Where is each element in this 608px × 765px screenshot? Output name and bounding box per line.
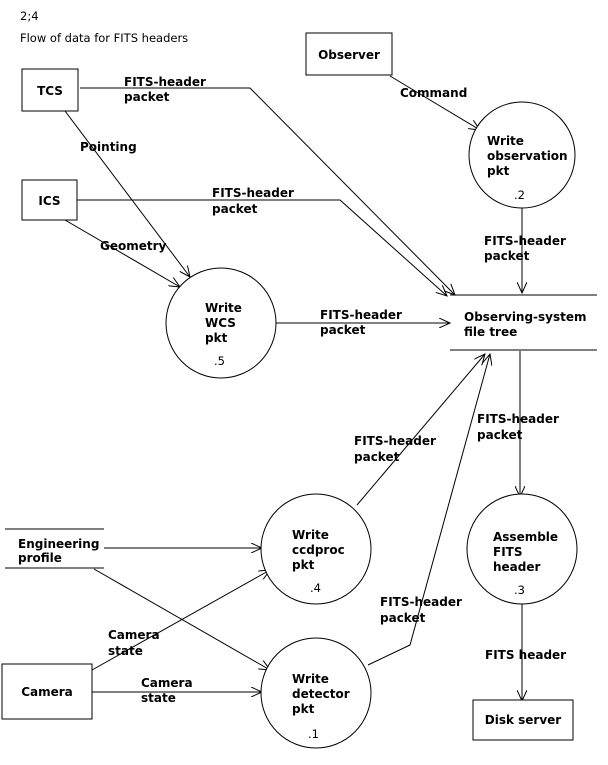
disk-server-label: Disk server [485, 713, 562, 727]
flow-label-store-fits-1: FITS-header [477, 412, 559, 426]
flow-label-command: Command [400, 86, 467, 100]
store-label-line-2: file tree [464, 325, 517, 339]
write-wcs-line-1: Write [205, 301, 242, 315]
write-detector-line-2: detector [292, 687, 350, 701]
flow-label-ics-fits-1: FITS-header [212, 186, 294, 200]
flow-label-tcs-fits-1: FITS-header [124, 75, 206, 89]
write-wcs-line-2: WCS [205, 316, 236, 330]
flow-label-obs-fits-2: packet [484, 249, 530, 263]
engprofile-label-line-1: Engineering [18, 537, 99, 551]
write-obs-line-3: pkt [487, 164, 510, 178]
flow-label-tcs-fits-2: packet [124, 90, 170, 104]
flow-observer-to-writeobs [389, 75, 480, 130]
ics-label: ICS [38, 194, 60, 208]
flow-label-wcs-fits-2: packet [320, 323, 366, 337]
flow-label-obs-fits-1: FITS-header [484, 234, 566, 248]
flow-label-store-fits-2: packet [477, 428, 523, 442]
process-write-detector [260, 637, 372, 749]
process-write-ccdproc [260, 493, 372, 605]
write-wcs-number: .5 [214, 354, 225, 368]
process-write-observation [468, 101, 576, 209]
flow-label-camera-ccdproc-1: Camera [108, 628, 160, 642]
flow-ccdproc-to-store [356, 354, 485, 506]
write-detector-line-3: pkt [292, 702, 315, 716]
assemble-line-3: header [493, 560, 541, 574]
flow-label-camera-detector-2: state [141, 691, 176, 705]
flow-tcs-to-store [80, 87, 455, 295]
ics-box [21, 179, 78, 221]
flow-ics-to-store [77, 199, 447, 296]
write-detector-line-1: Write [292, 672, 329, 686]
assemble-line-1: Assemble [493, 530, 558, 544]
process-assemble-fits-header [466, 493, 578, 605]
process-write-wcs [165, 267, 277, 379]
page-reference: 2;4 [20, 9, 39, 23]
camera-box [1, 663, 93, 720]
write-detector-number: .1 [308, 727, 319, 741]
flow-label-camera-detector-1: Camera [141, 676, 193, 690]
flow-label-camera-ccdproc-2: state [108, 644, 143, 658]
write-ccdproc-line-1: Write [292, 528, 329, 542]
flow-label-ccdproc-fits-2: packet [354, 450, 400, 464]
flow-ics-to-wcs [64, 219, 180, 287]
flow-label-pointing: Pointing [80, 140, 137, 154]
diagram-title: Flow of data for FITS headers [20, 31, 188, 45]
flow-camera-to-ccdproc [91, 570, 270, 671]
assemble-number: .3 [514, 583, 525, 597]
flow-label-ics-fits-2: packet [212, 202, 258, 216]
engprofile-label-line-2: profile [18, 551, 62, 565]
write-obs-line-1: Write [487, 134, 524, 148]
assemble-line-2: FITS [493, 545, 523, 559]
store-label-line-1: Observing-system [464, 310, 587, 324]
flow-label-fits-header: FITS header [485, 648, 566, 662]
flow-label-geometry: Geometry [100, 239, 167, 253]
write-obs-number: .2 [514, 188, 525, 202]
tcs-label: TCS [37, 84, 63, 98]
write-obs-line-2: observation [487, 149, 568, 163]
write-ccdproc-line-2: ccdproc [292, 543, 345, 557]
flow-detector-to-store [367, 354, 490, 666]
disk-server-box [472, 699, 574, 741]
write-ccdproc-number: .4 [310, 581, 321, 595]
tcs-box [21, 68, 79, 112]
flow-tcs-to-wcs [64, 110, 190, 277]
observer-label: Observer [318, 48, 380, 62]
observer-box [305, 32, 393, 76]
write-wcs-line-3: pkt [205, 331, 228, 345]
flow-label-detector-fits-1: FITS-header [380, 595, 462, 609]
flow-label-ccdproc-fits-1: FITS-header [354, 434, 436, 448]
flow-label-detector-fits-2: packet [380, 611, 426, 625]
write-ccdproc-line-3: pkt [292, 558, 315, 572]
flow-label-wcs-fits-1: FITS-header [320, 308, 402, 322]
camera-label: Camera [21, 685, 73, 699]
